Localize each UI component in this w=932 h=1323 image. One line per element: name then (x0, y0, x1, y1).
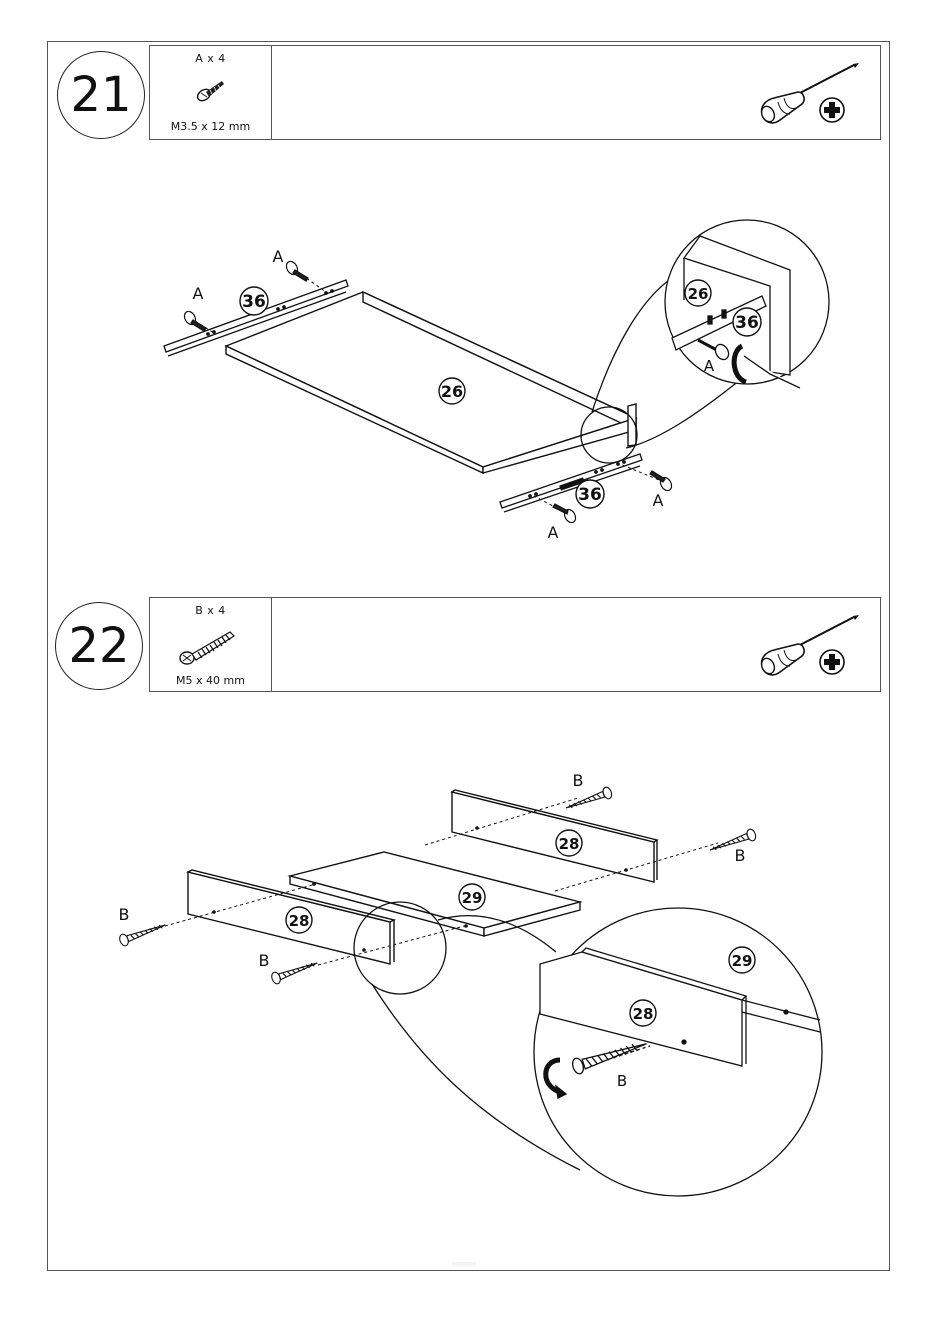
side-panel-label: 28 (289, 912, 310, 930)
screw-label: B (617, 1072, 627, 1090)
side-panel-28-back (452, 790, 657, 882)
screw-label: B (573, 771, 584, 790)
bottom-panel-label: 29 (732, 952, 753, 970)
side-panel-label: 28 (633, 1005, 654, 1023)
side-panel-label: 28 (559, 835, 580, 853)
screw-label: B (259, 951, 270, 970)
screw-label: B (119, 905, 130, 924)
page-footer-mark (452, 1262, 476, 1266)
bottom-panel-label: 29 (462, 889, 483, 907)
detail-zoom-lens (354, 902, 822, 1196)
screw-label: B (735, 846, 746, 865)
